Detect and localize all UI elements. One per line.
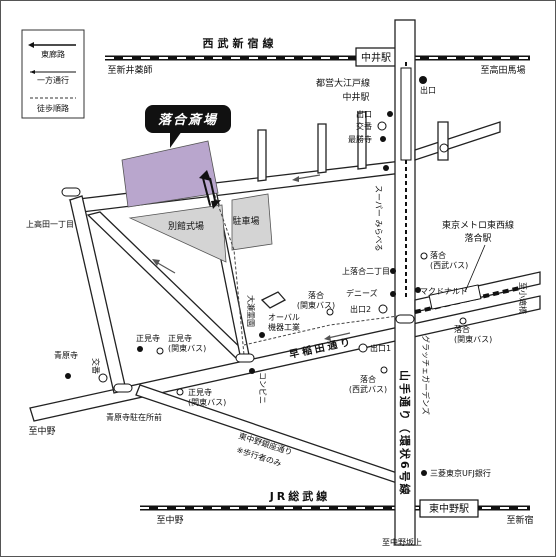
- ochiai-kanto2-label: 落合(関東バス): [454, 324, 492, 344]
- koban-icon: [98, 373, 108, 383]
- to-nakano-bottom: 至中野: [156, 514, 183, 526]
- aohara-bus-label: 青原寺駐在所前: [106, 412, 162, 422]
- exit-top-label: 出口: [356, 109, 372, 119]
- shokenji-label: 正見寺: [136, 334, 160, 343]
- bus-stop-kanto-right-icon: [459, 317, 467, 325]
- exit-umbrella-icon: [419, 76, 427, 84]
- orbal-label: オーバル機器工業: [268, 313, 300, 332]
- bus-stop-shokenji-icon: [156, 347, 164, 355]
- koban-label: 交番: [91, 358, 101, 374]
- ochiai-saijo-building: [121, 140, 219, 208]
- tozai-line: [414, 284, 521, 314]
- bus-stop-kanto-icon: [326, 308, 334, 316]
- oedo-line-label: 都営大江戸線: [316, 77, 370, 89]
- venue-title: 落合斎場: [158, 112, 218, 128]
- saishoji-label: 最勝寺: [348, 134, 372, 144]
- betsukan-label: 別館式場: [168, 220, 204, 232]
- oedo-exit-label: 出口: [420, 85, 436, 95]
- ufj-label: 三菱東京UFJ銀行: [430, 468, 491, 478]
- to-kotakibashi: 至小滝橋: [518, 282, 528, 314]
- yamate-dori-label: 山手通り（環状6号線: [398, 370, 412, 497]
- to-takadanobaba: 至高田馬場: [480, 64, 525, 76]
- supermarket-icon: [383, 165, 389, 171]
- legend-arrow-head-icon: [28, 42, 34, 48]
- exit-2-label: 出口2: [350, 304, 371, 314]
- entrance-arrow-1: [202, 177, 211, 206]
- convenience-icon: [249, 368, 255, 374]
- side-street-1: [257, 129, 267, 182]
- mcdonalds-label: マクドナルド: [420, 287, 468, 296]
- dennys-label: デニーズ: [346, 288, 378, 298]
- ochiai-seibu2-label: 落合(西武バス): [349, 374, 387, 394]
- oosawa-label: 大瀬霊園: [246, 295, 256, 327]
- legend-east-road-label: 東廊路: [41, 49, 65, 59]
- kamitakada-label: 上高田一丁目: [26, 219, 74, 229]
- entrance-arrow-head-2-icon: [211, 200, 221, 209]
- legend-one-way-label: 一方通行: [37, 75, 69, 85]
- one-way-arrows: [152, 174, 351, 341]
- side-street-3: [357, 111, 367, 170]
- ochiai-2chome-label: 上落合二丁目: [342, 266, 390, 276]
- koban-2-label: 交番: [356, 121, 372, 131]
- koban-2-icon: [377, 121, 387, 131]
- to-nakano-sakaue: 至中野坂上: [382, 537, 422, 547]
- aoharaji-icon: [65, 373, 71, 379]
- title-pointer: [170, 131, 182, 148]
- title-badge: [145, 105, 231, 133]
- supermarket-label: スーパー みらべる: [374, 185, 383, 251]
- grand-gardens-label: グラッチェガーデンズ: [421, 335, 431, 415]
- subway-exit-2-icon: [378, 304, 388, 314]
- dennys-icon: [390, 291, 396, 297]
- ochiai-seibu-label: 落合(西武バス): [430, 250, 468, 270]
- shokenji-icon: [137, 346, 143, 352]
- mcdonalds-icon: [415, 287, 421, 293]
- higashinakano-station-label: 東中野駅: [429, 502, 469, 515]
- legend: 東廊路 一方通行 徒歩順路: [21, 29, 85, 119]
- saishoji-icon: [380, 136, 386, 142]
- ochiai-2chome-icon: [390, 268, 396, 274]
- parking-label: 駐車場: [232, 215, 259, 227]
- seibu-line-label: 西武新宿線: [203, 36, 278, 50]
- legend-walk-label: 徒歩順路: [37, 103, 69, 113]
- tozai-line-label: 東京メトロ東西線: [442, 219, 514, 231]
- aoharaji-label: 青原寺: [54, 350, 78, 360]
- subway-exit-1-icon: [358, 343, 368, 353]
- ochiai-kanto-label: 落合(関東バス): [297, 290, 335, 310]
- entrance-arrow-head-icon: [199, 170, 211, 181]
- ochiai-station-label: 落合駅: [464, 232, 491, 244]
- bus-stop-north-icon: [439, 143, 449, 153]
- north-side-street: [437, 121, 449, 161]
- bus-stop-seibu-icon: [420, 252, 428, 260]
- to-nakano-west: 至中野: [28, 425, 55, 437]
- to-shin-igusa: 至新井薬師: [107, 64, 152, 76]
- bus-stop-seibu2-icon: [380, 366, 388, 374]
- venue-title-callout: 落合斎場: [145, 105, 231, 148]
- oedo-nakai-label: 中井駅: [342, 91, 369, 103]
- parking-block: [231, 193, 273, 251]
- exit-1-label: 出口1: [370, 343, 391, 353]
- nakai-station-label: 中井駅: [361, 51, 391, 64]
- legend-one-way-head-icon: [30, 70, 35, 74]
- betsukan-hall-block: [128, 204, 227, 263]
- ufj-icon: [421, 470, 427, 476]
- exit-top-icon: [387, 111, 393, 117]
- small-street: [260, 291, 287, 309]
- ochiai-pointer-line: [464, 244, 486, 293]
- bus-stop-shokenji2-icon: [176, 388, 184, 396]
- east-side-road: [414, 121, 501, 161]
- shokenji-bus-label: 正見寺(関東バス): [168, 334, 206, 353]
- higashinakano-station-box: [419, 499, 479, 518]
- to-shinjuku-bottom: 至新宿: [506, 514, 533, 526]
- jr-line-label: JR総武線: [269, 489, 331, 503]
- convenience-label: コンビニ: [258, 372, 267, 404]
- entrance-arrow-2: [209, 177, 217, 206]
- traffic-signals: [61, 187, 415, 393]
- oedo-station-box: [400, 67, 412, 161]
- side-street-2: [317, 123, 327, 174]
- shokenji-bus2-label: 正見寺(関東バス): [188, 388, 226, 407]
- orbal-icon: [259, 332, 265, 338]
